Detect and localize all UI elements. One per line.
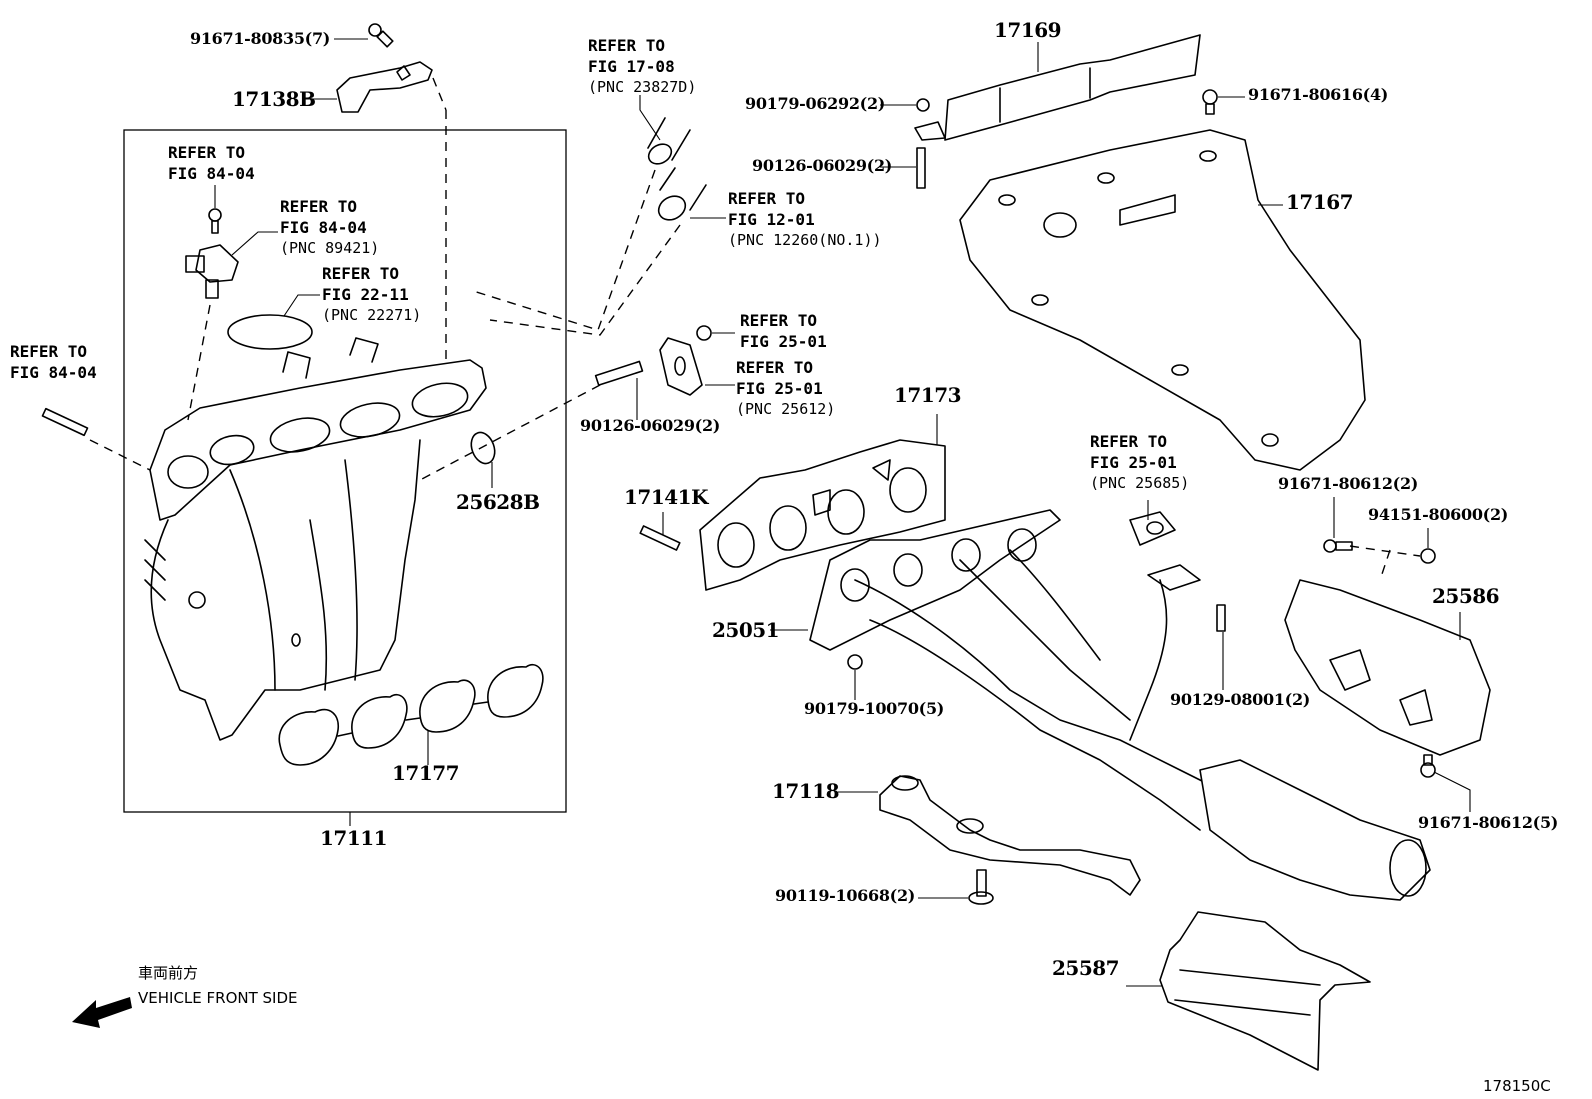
heat-insulator-25587-drawing	[1159, 911, 1371, 1071]
part-label-94151-80600[interactable]: 94151-80600(2)	[1368, 505, 1509, 524]
bracket-17138b-drawing	[336, 23, 433, 113]
reference-line1: REFER TO	[1090, 432, 1168, 451]
reference-note-bolt[interactable]: REFER TO FIG 84-04	[168, 142, 255, 184]
part-label-91671-80612-lower[interactable]: 91671-80612(5)	[1418, 813, 1559, 832]
reference-line2: FIG 25-01	[1090, 453, 1177, 472]
part-label-17177[interactable]: 17177	[392, 761, 460, 785]
part-label-25051[interactable]: 25051	[712, 618, 780, 642]
reference-note-nut[interactable]: REFER TO FIG 25-01	[740, 310, 827, 352]
stud-left-drawing	[41, 407, 89, 437]
reference-line1: REFER TO	[322, 264, 400, 283]
reference-pnc: (PNC 25685)	[1090, 474, 1190, 492]
reference-pnc: (PNC 89421)	[280, 239, 380, 257]
part-label-90126-06029-lower[interactable]: 90126-06029(2)	[580, 416, 721, 435]
part-label-91671-80616[interactable]: 91671-80616(4)	[1248, 85, 1389, 104]
manifold-stay-drawing	[879, 775, 1141, 896]
reference-note-left-stud[interactable]: REFER TO FIG 84-04	[10, 341, 97, 383]
sensor-drawing	[185, 208, 239, 299]
reference-pnc: (PNC 23827D)	[588, 78, 697, 96]
reference-line1: REFER TO	[280, 197, 358, 216]
reference-line1: REFER TO	[728, 189, 806, 208]
part-label-17167[interactable]: 17167	[1286, 190, 1354, 214]
reference-line2: FIG 25-01	[736, 379, 823, 398]
part-label-90126-06029-upper[interactable]: 90126-06029(2)	[752, 156, 893, 175]
vehicle-front-label-en: VEHICLE FRONT SIDE	[138, 989, 298, 1007]
part-label-25628b[interactable]: 25628B	[456, 490, 540, 514]
reference-line1: REFER TO	[10, 342, 88, 361]
part-label-91671-80612-upper[interactable]: 91671-80612(2)	[1278, 474, 1419, 493]
heat-insulator-25586-drawing	[1284, 539, 1491, 778]
part-label-90179-06292[interactable]: 90179-06292(2)	[745, 94, 886, 113]
reference-note-hose2[interactable]: REFER TO FIG 12-01 (PNC 12260(NO.1))	[728, 188, 882, 251]
vehicle-front-arrow-icon	[72, 997, 132, 1028]
intake-manifold-assembly-box	[123, 129, 567, 813]
reference-line1: REFER TO	[168, 143, 246, 162]
reference-line2: FIG 12-01	[728, 210, 815, 229]
heat-insulator-17169-drawing	[914, 34, 1201, 189]
part-label-17141k[interactable]: 17141K	[624, 485, 708, 509]
part-label-91671-80835[interactable]: 91671-80835(7)	[190, 29, 331, 48]
intake-gasket-drawing	[278, 663, 544, 766]
reference-line1: REFER TO	[736, 358, 814, 377]
egr-plate-drawing	[594, 325, 712, 396]
reference-line1: REFER TO	[588, 36, 666, 55]
reference-line2: FIG 84-04	[10, 363, 97, 382]
o-ring-25628b-drawing	[470, 431, 496, 465]
reference-line2: FIG 84-04	[280, 218, 367, 237]
part-label-17138b[interactable]: 17138B	[232, 87, 316, 111]
reference-pnc: (PNC 22271)	[322, 306, 422, 324]
reference-line1: REFER TO	[740, 311, 818, 330]
reference-note-oring[interactable]: REFER TO FIG 22-11 (PNC 22271)	[322, 263, 421, 326]
stud-90129-drawing	[1216, 604, 1226, 632]
reference-pnc: (PNC 25612)	[736, 400, 836, 418]
o-ring-drawing	[227, 314, 313, 350]
reference-note-egr-gasket[interactable]: REFER TO FIG 25-01 (PNC 25685)	[1090, 431, 1189, 494]
reference-line2: FIG 22-11	[322, 285, 409, 304]
part-label-17111[interactable]: 17111	[320, 826, 388, 850]
hose-drawing	[647, 117, 707, 221]
exhaust-gasket-drawing	[699, 439, 946, 591]
part-label-90129-08001[interactable]: 90129-08001(2)	[1170, 690, 1311, 709]
reference-line2: FIG 25-01	[740, 332, 827, 351]
heat-insulator-17167-drawing	[959, 89, 1366, 471]
vehicle-front-label-jp: 車両前方	[138, 964, 199, 982]
part-label-17118[interactable]: 17118	[772, 779, 840, 803]
reference-line2: FIG 17-08	[588, 57, 675, 76]
stud-17141k-drawing	[639, 525, 681, 551]
figure-code: 178150C	[1483, 1077, 1551, 1095]
reference-pnc: (PNC 12260(NO.1))	[728, 231, 882, 249]
part-label-90119-10668[interactable]: 90119-10668(2)	[775, 886, 916, 905]
reference-line2: FIG 84-04	[168, 164, 255, 183]
part-label-25587[interactable]: 25587	[1052, 956, 1120, 980]
reference-note-sensor[interactable]: REFER TO FIG 84-04 (PNC 89421)	[280, 196, 379, 259]
part-label-17173[interactable]: 17173	[894, 383, 962, 407]
reference-note-egr-plate[interactable]: REFER TO FIG 25-01 (PNC 25612)	[736, 357, 835, 420]
part-label-17169[interactable]: 17169	[994, 18, 1062, 42]
reference-note-hose[interactable]: REFER TO FIG 17-08 (PNC 23827D)	[588, 35, 696, 98]
bolt-90119-drawing	[968, 869, 994, 905]
part-label-90179-10070[interactable]: 90179-10070(5)	[804, 699, 945, 718]
exhaust-manifold-drawing	[809, 509, 1431, 901]
part-label-25586[interactable]: 25586	[1432, 584, 1500, 608]
nut-90179-10070-drawing	[847, 654, 863, 670]
intake-manifold-drawing	[144, 337, 487, 741]
